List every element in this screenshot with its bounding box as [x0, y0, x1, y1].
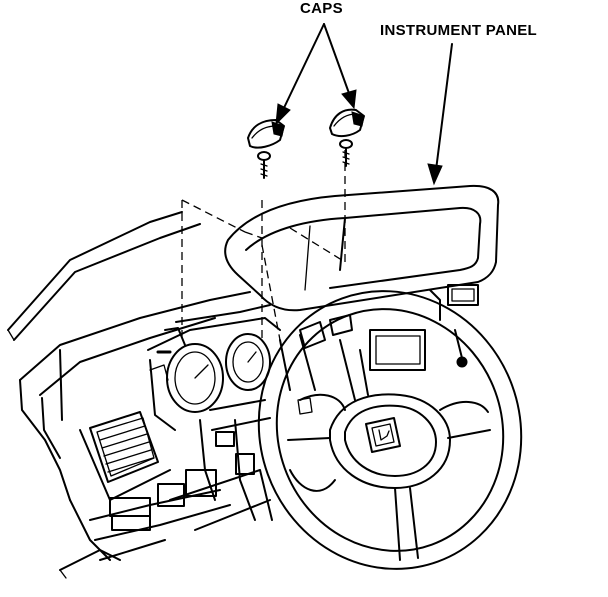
right-switches [299, 284, 479, 371]
steering-wheel [257, 290, 523, 570]
caps-leader-arrows [275, 23, 357, 126]
instrument-panel-label: INSTRUMENT PANEL [380, 22, 538, 39]
lower-cover [59, 469, 273, 579]
right-cap [329, 108, 365, 138]
caps-label: CAPS [300, 0, 343, 17]
gauge-cluster [147, 304, 281, 431]
right-screw [339, 139, 353, 167]
center-console [199, 399, 271, 521]
left-air-vent [79, 411, 171, 501]
screw-guide-lines [181, 150, 346, 341]
windshield-edge [7, 211, 201, 341]
left-screw [257, 151, 271, 179]
instrument-panel-hood [224, 184, 500, 312]
steering-column [279, 334, 369, 415]
dashboard-upper [19, 291, 251, 561]
lower-left-switches [89, 469, 231, 541]
instrument-panel-leader-arrow [427, 43, 453, 186]
left-cap [247, 119, 285, 149]
